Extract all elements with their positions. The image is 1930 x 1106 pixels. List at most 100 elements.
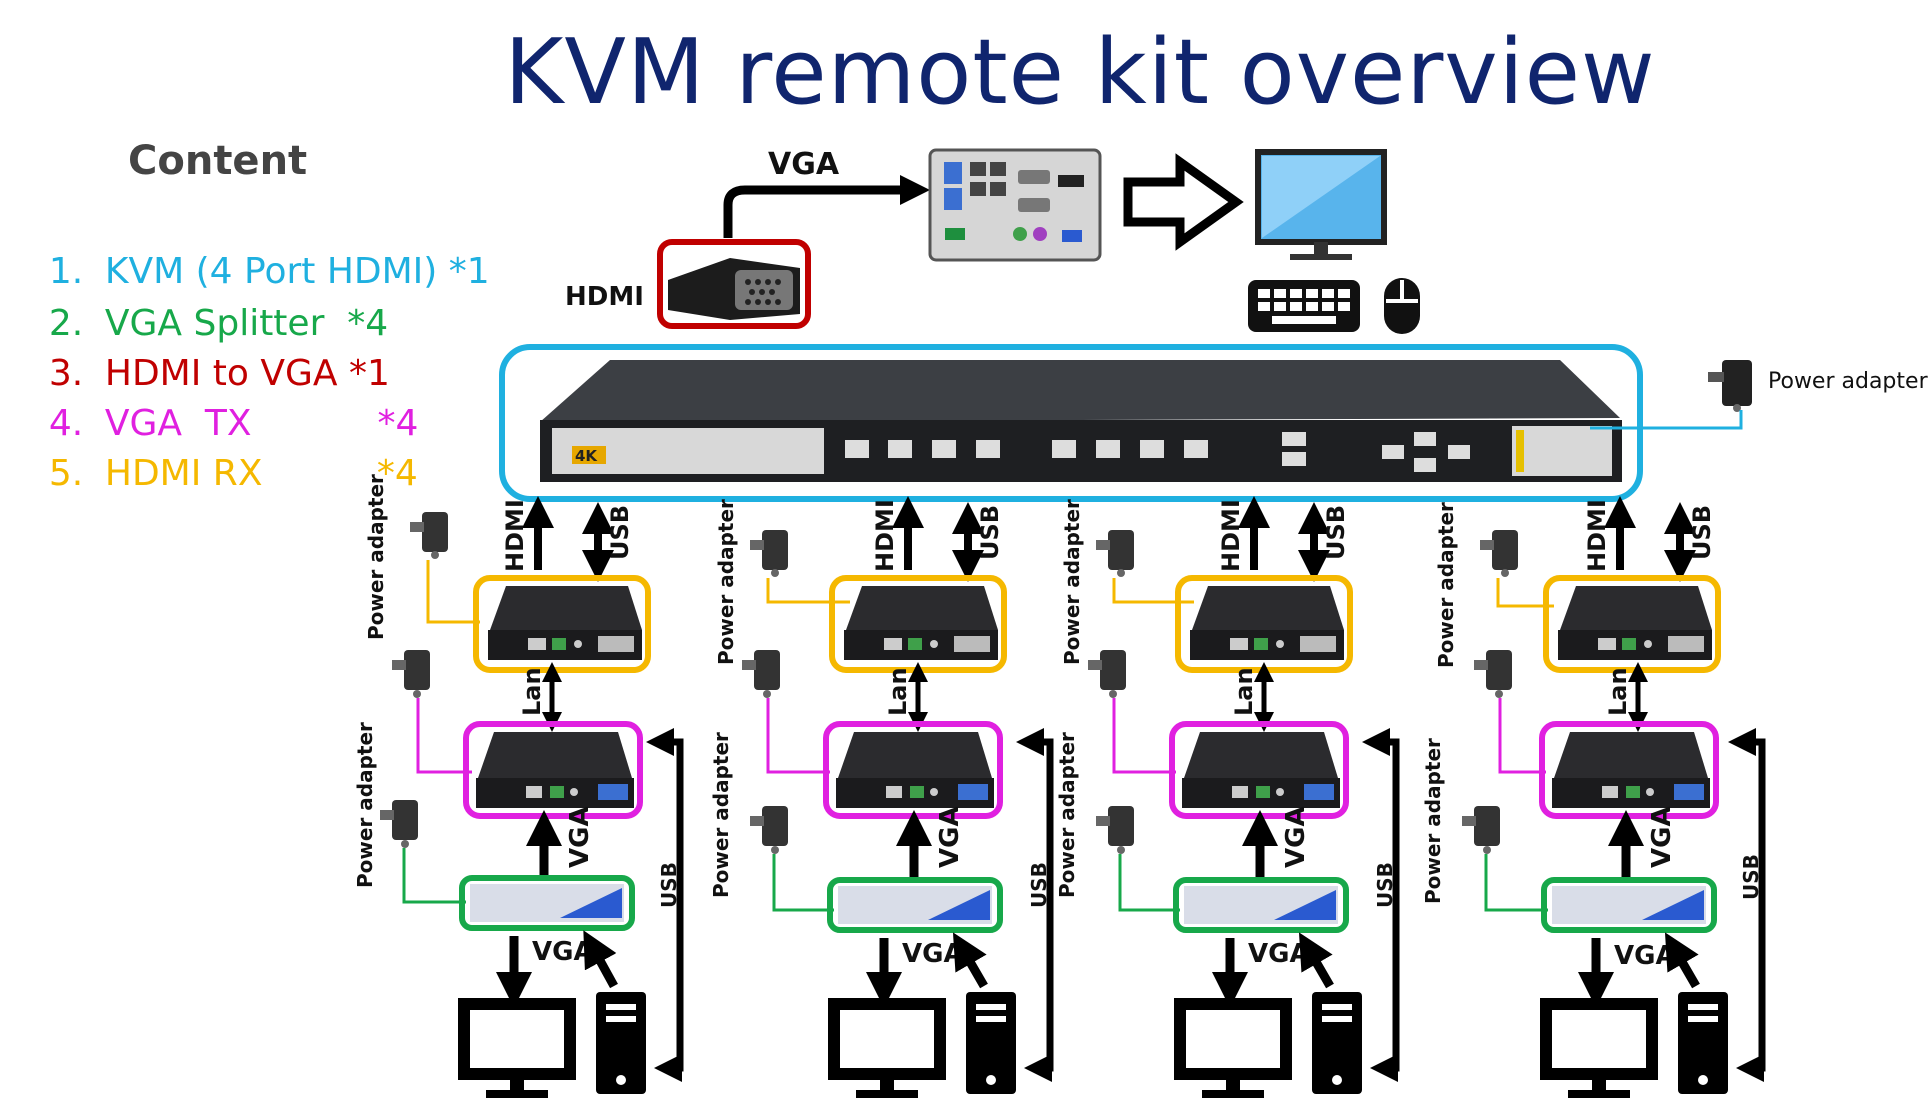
power-adapter-icon — [1480, 530, 1518, 577]
power-adapter-label: Power adapter — [1768, 369, 1929, 394]
vga-splitter-frame — [1173, 877, 1349, 933]
hdmi-label: HDMI — [1217, 499, 1245, 572]
power-adapter-icon — [410, 512, 448, 559]
power-cable — [766, 698, 830, 774]
hdmi-label: HDMI — [1583, 499, 1611, 572]
lan-label: Lan — [1230, 667, 1258, 716]
vga-label: VGA — [1248, 939, 1310, 969]
legend-number: 2. — [48, 303, 84, 344]
legend-item-hdmi-rx: 5. HDMI RX *4 — [26, 412, 418, 494]
power-cable — [1484, 854, 1548, 912]
hdmi-label: HDMI — [501, 499, 529, 572]
kvm-channel-2: HDMI USB Power adapter Lan VGA Power ada… — [709, 496, 1054, 1098]
power-cable — [1112, 578, 1194, 604]
legend-number: 5. — [48, 453, 84, 494]
vga-arrowhead — [900, 175, 930, 205]
vga-splitter-frame — [1541, 877, 1717, 933]
power-cable — [1498, 698, 1546, 774]
power-adapter-label: Power adapter — [1060, 499, 1084, 665]
monitor-icon — [458, 998, 576, 1098]
vga-splitter-device — [1552, 886, 1706, 924]
vga-label: VGA — [1281, 806, 1311, 868]
legend-number: 4. — [48, 403, 84, 444]
lan-label: Lan — [884, 667, 912, 716]
usb-return-arrow — [1728, 728, 1766, 1082]
vga-input-label: VGA — [768, 147, 840, 182]
power-cable — [1496, 578, 1554, 608]
vga-diagonal-arrow — [952, 932, 988, 989]
power-adapter-label: Power adapter — [364, 474, 388, 640]
power-adapter-icon — [1708, 360, 1752, 412]
hdmi-to-vga-adapter — [668, 258, 800, 320]
usb-label: USB — [1373, 862, 1397, 908]
output-arrow — [1123, 153, 1244, 251]
power-cable — [1590, 410, 1743, 430]
kvm-channel-3: HDMI USB Power adapter Lan VGA Power ada… — [1055, 496, 1400, 1098]
power-adapter-icon — [1088, 650, 1126, 698]
monitor-icon — [828, 998, 946, 1098]
pc-tower-icon — [596, 992, 646, 1094]
usb-return-arrow — [646, 728, 684, 1082]
power-cable — [1118, 854, 1180, 912]
legend-item-kvm: 1. KVM (4 Port HDMI) *1 — [26, 210, 490, 292]
power-cable — [416, 698, 472, 774]
legend-text: KVM (4 Port HDMI) *1 — [104, 251, 490, 292]
hdmi-to-vga-frame — [657, 239, 811, 329]
usb-label: USB — [1322, 505, 1350, 560]
legend-text: HDMI RX *4 — [104, 453, 418, 494]
vga-splitter-frame — [827, 877, 1003, 933]
power-cable — [766, 578, 850, 604]
vga-label: VGA — [902, 939, 964, 969]
page-title: KVM remote kit overview — [504, 20, 1656, 125]
hdmi-rx-device — [1558, 586, 1712, 660]
industrial-pc — [928, 148, 1102, 262]
power-adapter-icon — [750, 530, 788, 577]
usb-label: USB — [606, 505, 634, 560]
hdmi-input-label: HDMI — [565, 282, 644, 312]
mouse-icon — [1384, 278, 1420, 334]
legend-text: VGA Splitter *4 — [104, 303, 389, 344]
legend-text: HDMI to VGA *1 — [104, 353, 390, 394]
vga-tx-device — [476, 732, 634, 808]
pc-tower-icon — [1678, 992, 1728, 1094]
power-adapter-label: Power adapter — [353, 722, 377, 888]
usb-label: USB — [1027, 862, 1051, 908]
usb-return-arrow — [1362, 728, 1400, 1082]
power-adapter-icon — [392, 650, 430, 698]
vga-tx-device — [836, 732, 994, 808]
usb-return-arrow — [1016, 728, 1054, 1082]
vga-diagonal-arrow — [583, 930, 618, 989]
vga-splitter-frame — [459, 875, 635, 931]
kvm-channel-4: HDMI USB Power adapter Lan VGA Power ada… — [1421, 496, 1766, 1098]
kvm-4k-badge: 4K — [575, 447, 598, 465]
monitor-icon — [1255, 149, 1387, 260]
pc-tower-icon — [966, 992, 1016, 1094]
vga-tx-device — [1182, 732, 1340, 808]
vga-diagonal-arrow — [1298, 932, 1334, 989]
keyboard-icon — [1248, 280, 1360, 332]
monitor-icon — [1174, 998, 1292, 1098]
vga-diagonal-arrow — [1664, 932, 1700, 989]
hdmi-label: HDMI — [871, 499, 899, 572]
usb-label: USB — [657, 862, 681, 908]
kvm-channel-1: HDMI USB Power adapter Lan VGA Power ada… — [353, 474, 684, 1098]
lan-label: Lan — [518, 667, 546, 716]
legend-item-hdmi-to-vga: 3.HDMI to VGA *1 — [26, 312, 390, 394]
power-adapter-label: Power adapter — [1434, 502, 1458, 668]
hdmi-rx-frame — [473, 575, 651, 673]
usb-label: USB — [1688, 505, 1716, 560]
power-adapter-label: Power adapter — [709, 732, 733, 898]
hdmi-rx-device — [488, 586, 642, 660]
power-cable — [426, 560, 480, 624]
vga-splitter-device — [838, 886, 992, 924]
legend-number: 1. — [48, 251, 84, 292]
hdmi-rx-device — [1190, 586, 1344, 660]
vga-tx-device — [1552, 732, 1710, 808]
usb-label: USB — [1739, 854, 1763, 900]
legend-text: VGA TX *4 — [104, 403, 419, 444]
power-adapter-icon — [742, 650, 780, 698]
kvm-switch-device: 4K — [540, 360, 1622, 482]
power-cable — [1112, 698, 1176, 774]
legend-item-vga-splitter: 2. VGA Splitter *4 — [26, 262, 388, 344]
vga-cable-arrow — [723, 185, 905, 238]
